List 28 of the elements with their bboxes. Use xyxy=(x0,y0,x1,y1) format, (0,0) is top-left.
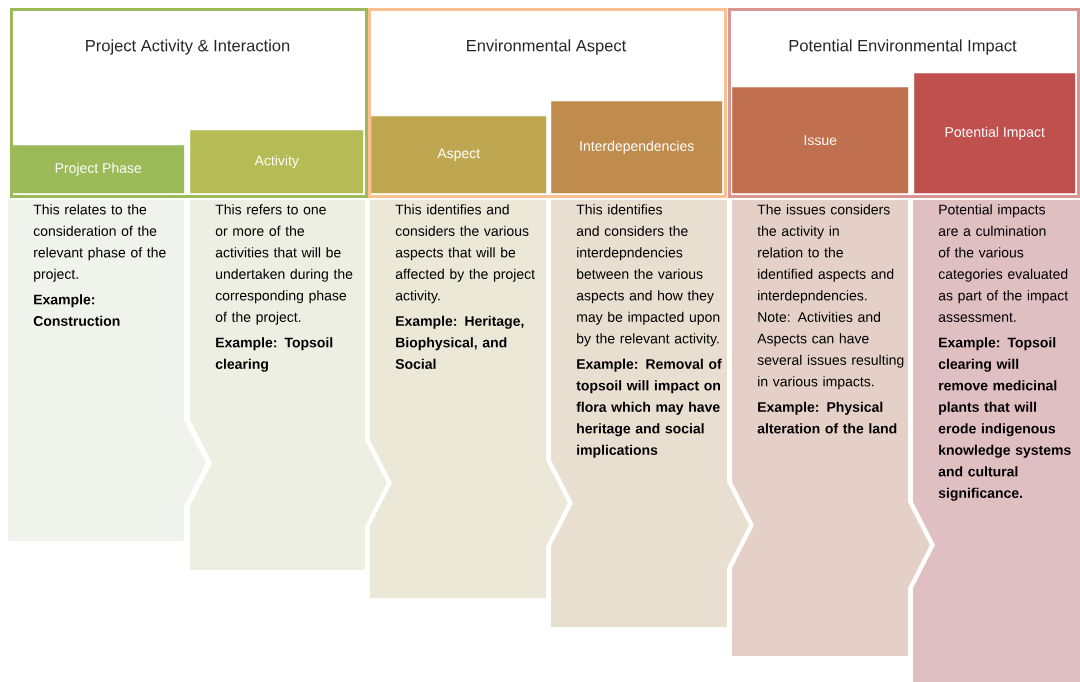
header-bar: Issue xyxy=(732,87,909,194)
chevron-panel xyxy=(8,200,206,541)
description-text: This relates to the consideration of the relevant phase of the project. xyxy=(33,204,166,282)
header-bar: Potential Impact xyxy=(914,73,1076,194)
section-title: Project Activity & Interaction xyxy=(86,39,290,55)
chevron-panel xyxy=(190,200,387,570)
example-text: Example: Physical alteration of the land xyxy=(757,401,897,434)
example-text: Example: Topsoil clearing will remove medicinal plants that will erode indigenous knowledge systems and cultural significance. xyxy=(938,337,1071,501)
description-text: This identifies and considers the various aspects that will be affected by the project activity. xyxy=(395,204,535,304)
header-bar: Aspect xyxy=(371,116,547,194)
header-bar: Interdependencies xyxy=(551,101,723,194)
chevron-panel xyxy=(551,200,749,627)
example-text: Example: Heritage, Biophysical, and Social xyxy=(395,315,524,369)
example-text: Example: Topsoil clearing xyxy=(215,337,333,372)
example-text: Example: Construction xyxy=(33,294,120,326)
section-title: Environmental Aspect xyxy=(467,39,627,55)
chevron-panel xyxy=(732,200,930,656)
chevron-panel xyxy=(913,200,1080,682)
chevron-panel xyxy=(370,200,568,598)
header-bar: Project Phase xyxy=(12,145,185,194)
header-bar: Activity xyxy=(190,130,364,194)
description-text: This identifies and considers the interdepndencies between the various aspects and how they may be impacted upon by the relevant activity. xyxy=(576,204,720,347)
section-title: Potential Environmental Impact xyxy=(789,39,1017,55)
description-text: This refers to one or more of the activities that will be undertaken during the corresponding phase of the project. xyxy=(215,204,353,325)
description-text: Potential impacts are a culmination of the various categories evaluated as part of the impact assessment. xyxy=(938,204,1069,322)
description-text: The issues considers the activity in relation to the identified aspects and interdepndencies. Note: Activities and Aspects can have several issues resulting in various impacts. xyxy=(757,204,904,390)
node-label: Project Phase xyxy=(55,162,142,176)
example-text: Example: Removal of topsoil will impact on flora which may have heritage and social implications xyxy=(576,358,722,458)
